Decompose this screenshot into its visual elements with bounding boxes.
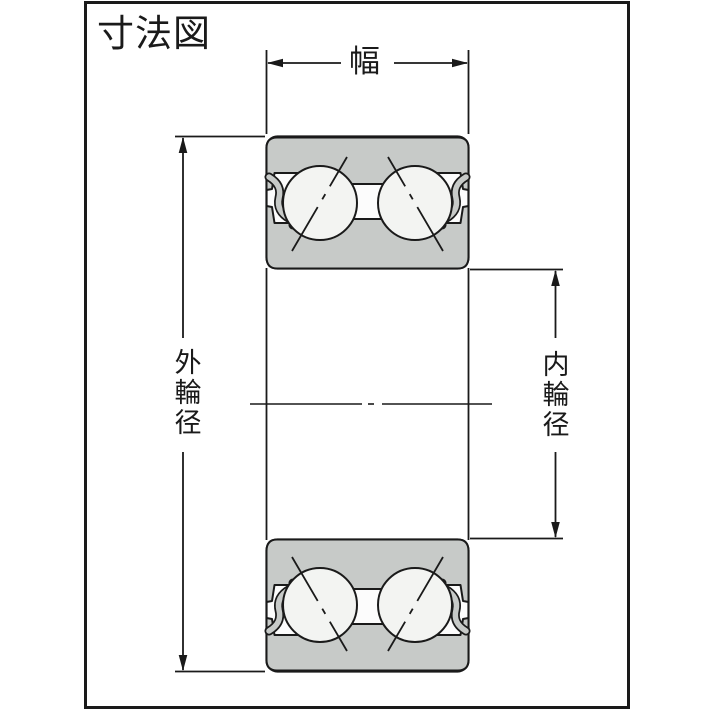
id-arrow-bottom (551, 522, 560, 538)
inner-diameter-dimension (470, 268, 563, 540)
width-dimension (265, 50, 470, 134)
id-arrow-top (551, 270, 560, 286)
od-arrow-bottom (178, 655, 188, 671)
od-arrow-top (178, 137, 188, 153)
diagram-title: 寸法図 (97, 13, 211, 54)
bearing-top-section (267, 137, 469, 269)
bearing-bottom-section (267, 540, 469, 672)
width-arrow-left (267, 58, 283, 68)
inner-diameter-dimension-label: 内輪径 (538, 350, 569, 440)
outer-diameter-dimension-label: 外輪径 (170, 348, 201, 438)
width-arrow-right (452, 58, 468, 68)
outer-diameter-dimension (175, 135, 265, 673)
width-dimension-label: 幅 (349, 44, 380, 79)
